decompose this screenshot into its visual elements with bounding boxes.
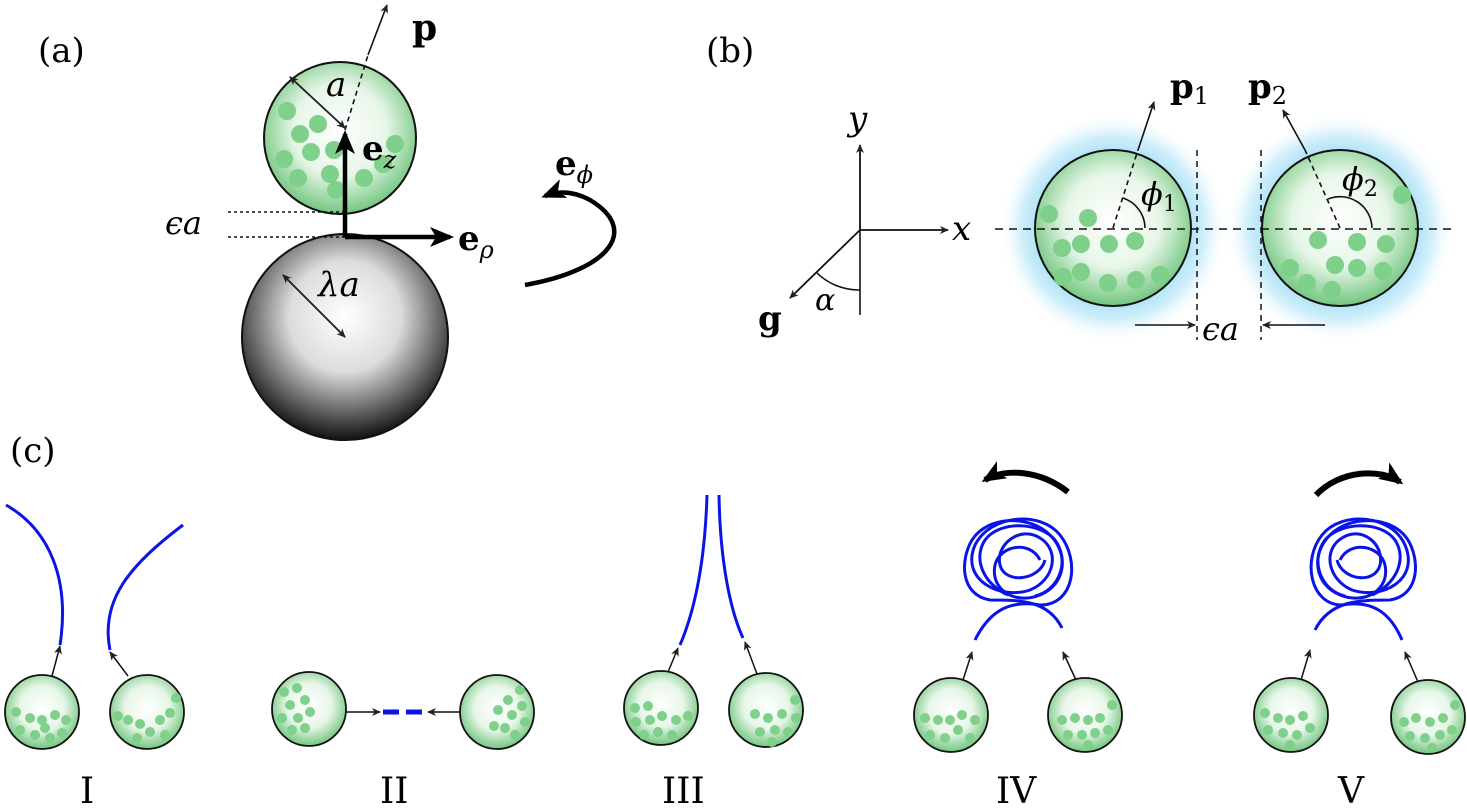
panel-b-label: (b) [706, 31, 754, 71]
state-label: V [1337, 771, 1365, 808]
state-I: I [4, 503, 185, 808]
orientation-arrow [744, 641, 758, 675]
squirmer-dots [275, 102, 404, 199]
phi2-arc [1327, 195, 1373, 229]
trajectory [963, 517, 1074, 641]
p2-arrow [1282, 109, 1306, 151]
orientation-arrow [1300, 649, 1312, 681]
orientation-arrow [962, 651, 974, 681]
state-IV: IV [913, 461, 1123, 808]
p1-label: p1 [1170, 67, 1209, 110]
particle [1253, 677, 1329, 753]
ez-label: ez [362, 129, 397, 174]
orientation-arrow [1062, 651, 1077, 681]
panel-a-label: (a) [38, 31, 85, 71]
state-label: I [80, 771, 94, 808]
state-III: III [623, 494, 804, 808]
eps-a-label: ϵa [165, 204, 202, 242]
orientation-arrow [51, 645, 62, 677]
ephi-label: eϕ [555, 144, 593, 189]
trajectory [1309, 517, 1417, 641]
panel-c: (c) I II [4, 431, 1466, 808]
trajectory [717, 494, 745, 639]
alpha-arc [815, 271, 861, 291]
g-arrow [789, 229, 861, 299]
panel-b: (b) y x g α [706, 31, 1455, 348]
particle [623, 670, 699, 746]
rotation-arrow-cw [1313, 462, 1404, 498]
particle [1047, 677, 1123, 753]
ephi-rotation-arrow [524, 179, 617, 288]
orientation-arrow [667, 647, 679, 673]
state-label: III [662, 771, 705, 808]
particle [1390, 679, 1466, 755]
state-V: V [1253, 462, 1466, 808]
orientation-arrow [1404, 651, 1419, 683]
a-label: a [326, 65, 346, 105]
panel-c-label: (c) [10, 431, 56, 471]
alpha-label: α [815, 283, 835, 318]
phi2-label: ϕ2 [1342, 160, 1378, 202]
rotation-arrow-ccw [981, 461, 1070, 495]
particle [728, 672, 804, 748]
orientation-arrow [109, 651, 129, 677]
lambda-a-label: λa [316, 265, 360, 305]
p-arrow [367, 4, 388, 56]
y-axis-label: y [846, 99, 868, 139]
state-label: IV [996, 771, 1037, 808]
p1-arrow [1137, 101, 1156, 151]
x-axis-label: x [952, 209, 971, 249]
p2-label: p2 [1248, 67, 1287, 110]
trajectory [678, 494, 709, 646]
panel-a: (a) λa p a ez eρ ϵa eϕ [38, 4, 617, 441]
state-label: II [380, 771, 408, 808]
p-label: p [412, 7, 437, 49]
g-label: g [758, 299, 782, 339]
trajectory [5, 503, 64, 646]
state-II: II [271, 671, 535, 808]
trajectory [106, 523, 184, 651]
phi1-arc [1122, 197, 1146, 229]
eps-a-gap-label: ϵa [1202, 310, 1239, 348]
erho-label: eρ [458, 219, 494, 264]
phi1-label: ϕ1 [1141, 175, 1177, 217]
